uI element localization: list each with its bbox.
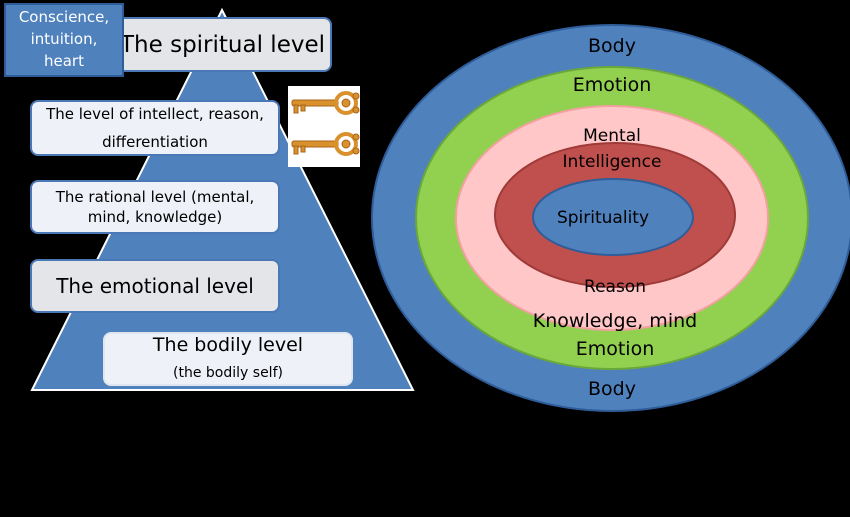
bodily-level-label: The bodily level <box>152 334 304 357</box>
emotional-level-label: The emotional level <box>56 274 254 298</box>
emotion-top-label: Emotion <box>573 74 652 96</box>
bodily-level-box: The bodily level (the bodily self) <box>103 332 353 386</box>
intellect-line: The level of intellect, reason, <box>46 104 264 123</box>
key-icon <box>291 91 360 115</box>
spiritual-level-label: The spiritual level <box>120 31 325 58</box>
mental-label: Mental <box>583 126 641 146</box>
bodily-self-label: (the bodily self) <box>173 364 283 381</box>
spirituality-core <box>532 178 694 256</box>
conscience-note: Conscience, intuition, heart <box>4 3 124 77</box>
intellect-level-box: The level of intellect, reason, differen… <box>30 100 280 156</box>
knowledge-label: Knowledge, mind <box>533 310 697 332</box>
body-top-label: Body <box>588 35 636 57</box>
rational-line: mind, knowledge) <box>87 208 223 226</box>
note-line: intuition, <box>30 30 98 49</box>
rational-level-box: The rational level (mental, mind, knowle… <box>30 180 280 234</box>
key-icon <box>291 132 360 156</box>
reason-label: Reason <box>584 277 646 297</box>
emotional-level-box: The emotional level <box>30 259 280 313</box>
rational-line: The rational level (mental, <box>55 187 255 206</box>
emotion-bottom-label: Emotion <box>576 338 655 360</box>
note-line: heart <box>44 51 84 70</box>
intellect-line: differentiation <box>102 133 208 151</box>
intelligence-label: Intelligence <box>563 152 662 172</box>
spirituality-label: Spirituality <box>557 208 649 228</box>
spiritual-level-box: The spiritual level <box>113 17 332 72</box>
body-bottom-label: Body <box>588 378 636 400</box>
note-line: Conscience, <box>18 8 110 27</box>
